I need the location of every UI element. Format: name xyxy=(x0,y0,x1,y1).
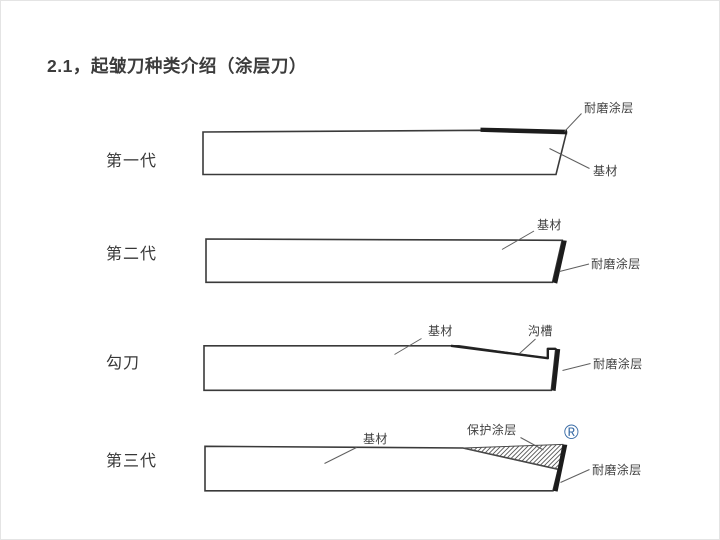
gen3-substrate-label: 基材 xyxy=(363,432,388,446)
gen3-protective-coating-label: 保护涂层 xyxy=(467,423,517,437)
hook-coating-leader-line xyxy=(562,363,591,371)
page-title: 2.1，起皱刀种类介绍（涂层刀） xyxy=(47,56,307,76)
hook-substrate-leader-line xyxy=(394,338,422,355)
gen2-substrate-leader-line xyxy=(501,230,535,250)
gen1-substrate-leader-line xyxy=(549,148,590,169)
gen1-substrate-label: 基材 xyxy=(593,164,618,178)
gen1-coating-label: 耐磨涂层 xyxy=(584,101,634,115)
gen2-coating-leader-line xyxy=(559,263,590,272)
row-label-gen1: 第一代 xyxy=(106,153,158,170)
row-label-hook-blade: 勾刀 xyxy=(106,355,141,372)
gen3-coating-stripe xyxy=(553,444,568,492)
row-label-gen3: 第三代 xyxy=(106,453,158,470)
hook-groove-leader-line xyxy=(519,338,536,354)
blade-gen1-diagram xyxy=(202,113,590,176)
hook-groove-edge xyxy=(450,344,556,360)
gen2-substrate-label: 基材 xyxy=(537,218,562,232)
gen3-protective-leader-line xyxy=(520,437,544,451)
hook-coating-stripe xyxy=(551,348,561,391)
registered-trademark-symbol: ® xyxy=(564,422,579,444)
gen1-coating-leader-line xyxy=(564,113,582,132)
blade-hook-diagram xyxy=(203,338,591,392)
hook-substrate-label: 基材 xyxy=(428,324,453,338)
gen3-substrate-leader-line xyxy=(324,447,357,464)
gen2-coating-label: 耐磨涂层 xyxy=(591,257,641,271)
gen2-coating-stripe xyxy=(552,240,567,284)
row-label-gen2: 第二代 xyxy=(106,246,158,263)
gen1-coating-stripe xyxy=(480,127,568,135)
hook-groove-label: 沟槽 xyxy=(528,324,553,338)
gen1-blade-body xyxy=(202,129,568,176)
blade-gen2-diagram xyxy=(205,230,590,284)
hook-coating-label: 耐磨涂层 xyxy=(593,357,643,371)
blade-gen3-diagram xyxy=(204,437,590,492)
gen3-coating-label: 耐磨涂层 xyxy=(592,463,642,477)
gen3-coating-leader-line xyxy=(560,469,590,483)
